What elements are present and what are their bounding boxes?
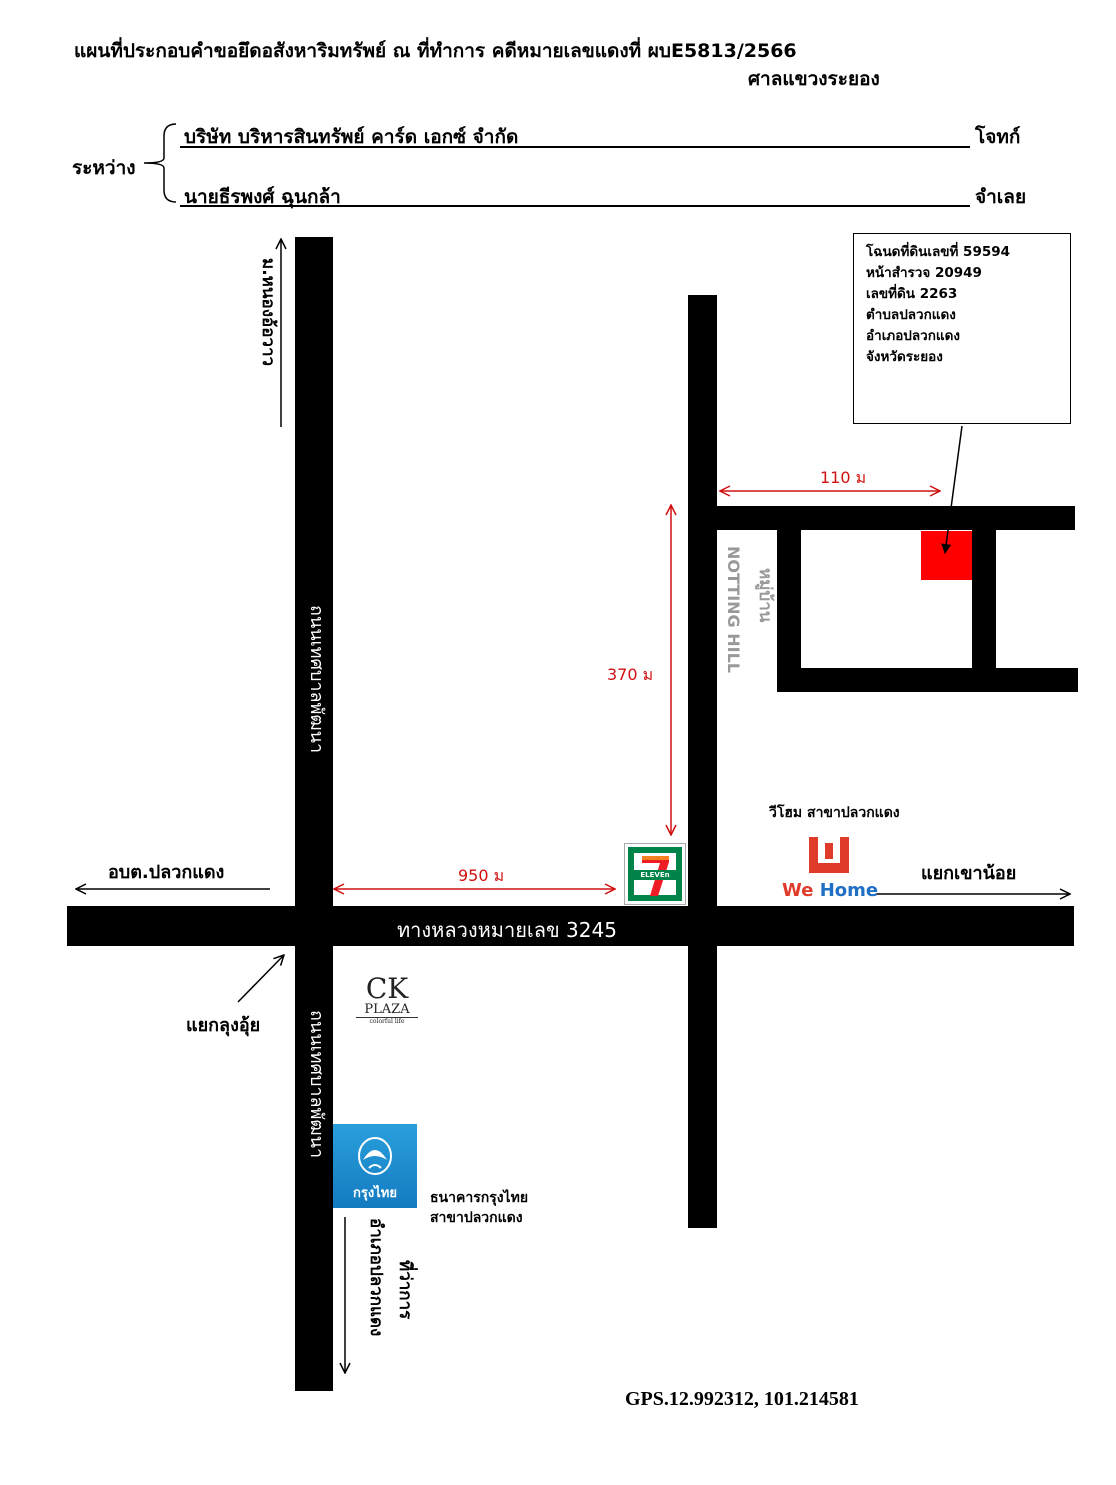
info-line: หน้าสำรวจ 20949 [866,265,982,281]
page-title: แผนที่ประกอบคำขอยึดอสังหาริมทรัพย์ ณ ที่… [74,40,797,62]
krungthai-logo: กรุงไทย [333,1124,417,1208]
west-direction-label: อบต.ปลวกแดง [108,862,225,883]
wehome-logo-we: We [782,880,814,901]
village-inner-right-street [972,506,996,692]
krungthai-bird-icon [358,1137,392,1175]
defendant-underline [180,205,970,207]
ck-plaza-tag: colorful life [356,1017,418,1026]
info-line: เลขที่ดิน 2263 [866,286,958,302]
land-title-info-box: โฉนดที่ดินเลขที่ 59594 หน้าสำรวจ 20949 เ… [853,233,1071,424]
south-direction-label-2: อำเภอปลวกแดง [366,1218,386,1337]
wehome-icon [809,837,849,873]
village-bottom-street [777,668,1078,692]
seven-eleven-logo: ELEVEn [624,843,686,905]
ck-plaza-mid: PLAZA [364,1002,410,1017]
southwest-direction-label: แยกลุงอุ้ย [186,1015,261,1036]
highway-label: ทางหลวงหมายเลข 3245 [397,918,617,942]
wehome-logo-home: Home [819,880,879,901]
left-road-lower-label: ถนนเทศบาลพัฒนา [306,1010,327,1159]
info-line: ตำบลปลวกแดง [866,307,956,323]
village-top-street [717,506,1075,530]
east-direction-label: แยกเขาน้อย [921,863,1017,884]
info-line: อำเภอปลวกแดง [866,328,960,344]
court-name: ศาลแขวงระยอง [748,68,880,90]
plaintiff-underline [180,146,970,148]
highway-3245 [67,906,1074,946]
info-pointer-arrow [941,425,963,554]
left-road-upper-label: ถนนเทศบาลพัฒนา [306,605,327,754]
ck-plaza-logo: CK PLAZA colorful life [356,975,418,1026]
krungthai-caption-1: ธนาคารกรุงไทย [430,1190,529,1206]
plaintiff-role: โจทก์ [975,126,1021,148]
info-line: จังหวัดระยอง [866,349,943,365]
village-inner-left-street [777,506,801,692]
north-direction-label: ม.หนองอ้อวาว [258,258,278,367]
wehome-logo-text: We Home [782,880,878,901]
village-label: หมู่บ้าน [755,568,775,623]
south-direction-label-1: ที่ว่าการ [395,1260,415,1320]
wehome-caption: วีโฮม สาขาปลวกแดง [769,805,900,821]
left-road [295,237,333,1391]
seven-eleven-text: ELEVEn [640,871,670,879]
info-line: โฉนดที่ดินเลขที่ 59594 [866,244,1011,260]
gps-coordinates: GPS.12.992312, 101.214581 [625,1388,859,1410]
defendant-role: จำเลย [975,186,1027,208]
village-name: NOTTING HILL [724,546,743,673]
village-road [688,295,717,1228]
between-label: ระหว่าง [72,157,136,179]
distance-370-label: 370 ม [607,665,654,684]
krungthai-caption-2: สาขาปลวกแดง [430,1210,523,1226]
seven-eleven-icon [628,847,682,901]
southwest-arrow [237,955,284,1003]
defendant-name: นายธีรพงศ์ ฉุนกล้า [184,186,341,208]
plaintiff-name: บริษัท บริหารสินทรัพย์ คาร์ด เอกซ์ จำกัด [184,126,519,148]
krungthai-logo-text: กรุงไทย [353,1186,397,1201]
distance-950-label: 950 ม [458,866,505,885]
ck-plaza-top: CK [365,972,409,1005]
distance-110-label: 110 ม [820,468,867,487]
party-brace [143,123,177,203]
